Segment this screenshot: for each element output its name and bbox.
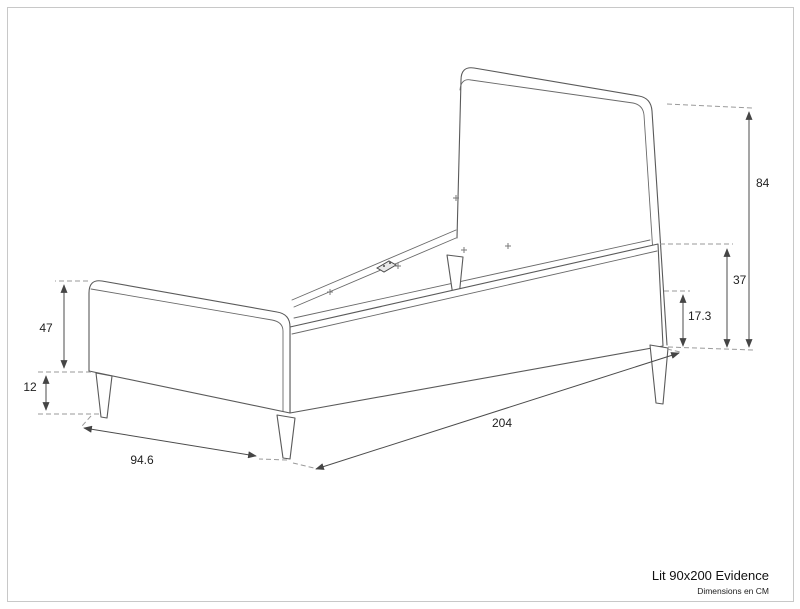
- footboard-left-leg: [95, 372, 113, 419]
- footboard-panel: [88, 280, 291, 414]
- dimension-annotations: 84 37 17.3 47 12 94.6 204: [23, 103, 770, 470]
- dim-label-rail-bottom-height: 17.3: [688, 309, 712, 323]
- dimension-lines: [42, 111, 753, 470]
- headboard-thickness-line: [459, 79, 660, 346]
- extension-line: [666, 103, 754, 109]
- extension-line: [666, 348, 681, 353]
- headboard-outline: [456, 67, 668, 346]
- footboard: [88, 280, 291, 414]
- page-border: [7, 7, 794, 602]
- dim-label-bed-width: 94.6: [130, 453, 154, 467]
- dim-label-rail-top-height: 37: [733, 273, 747, 287]
- title-block: Lit 90x200 Evidence Dimensions en CM: [652, 568, 769, 596]
- slat-frame: [291, 195, 651, 319]
- extension-line: [81, 415, 92, 427]
- screw-icon: [395, 263, 401, 269]
- extension-line: [292, 462, 315, 469]
- footboard-thickness-line: [90, 288, 284, 412]
- footboard-right-leg: [276, 414, 296, 460]
- dimension-labels: 84 37 17.3 47 12 94.6 204: [23, 176, 769, 467]
- headboard-right-leg: [649, 344, 669, 405]
- dim-label-footboard-height: 47: [39, 321, 53, 335]
- side-rail: [289, 243, 664, 414]
- dim-label-headboard-height: 84: [756, 176, 770, 190]
- far-rail-inner-edge: [293, 237, 457, 308]
- drawing-subtitle: Dimensions en CM: [697, 586, 769, 596]
- bracket-icon: [376, 260, 397, 273]
- dimension-line-204: [315, 352, 680, 470]
- far-rail-top-edge: [291, 229, 457, 301]
- extension-lines: [38, 103, 754, 469]
- bracket-plate: [376, 260, 397, 273]
- side-rail-panel: [289, 243, 664, 414]
- slat-ledge-edge: [293, 239, 651, 319]
- bed-drawing: [88, 67, 669, 460]
- screw-icon: [453, 195, 459, 201]
- side-rail-thickness-line: [291, 250, 658, 335]
- bracket-hole-icon: [389, 262, 391, 264]
- dimension-line-94.6: [83, 425, 257, 459]
- dim-label-leg-height: 12: [23, 380, 37, 394]
- dim-label-bed-length: 204: [492, 416, 512, 430]
- drawing-title: Lit 90x200 Evidence: [652, 568, 769, 583]
- screw-icon: [327, 289, 333, 295]
- extension-line: [258, 458, 288, 461]
- screw-marks: [327, 195, 511, 295]
- screw-icon: [505, 243, 511, 249]
- bracket-hole-icon: [383, 265, 385, 267]
- screw-icon: [461, 247, 467, 253]
- extension-line: [667, 346, 754, 351]
